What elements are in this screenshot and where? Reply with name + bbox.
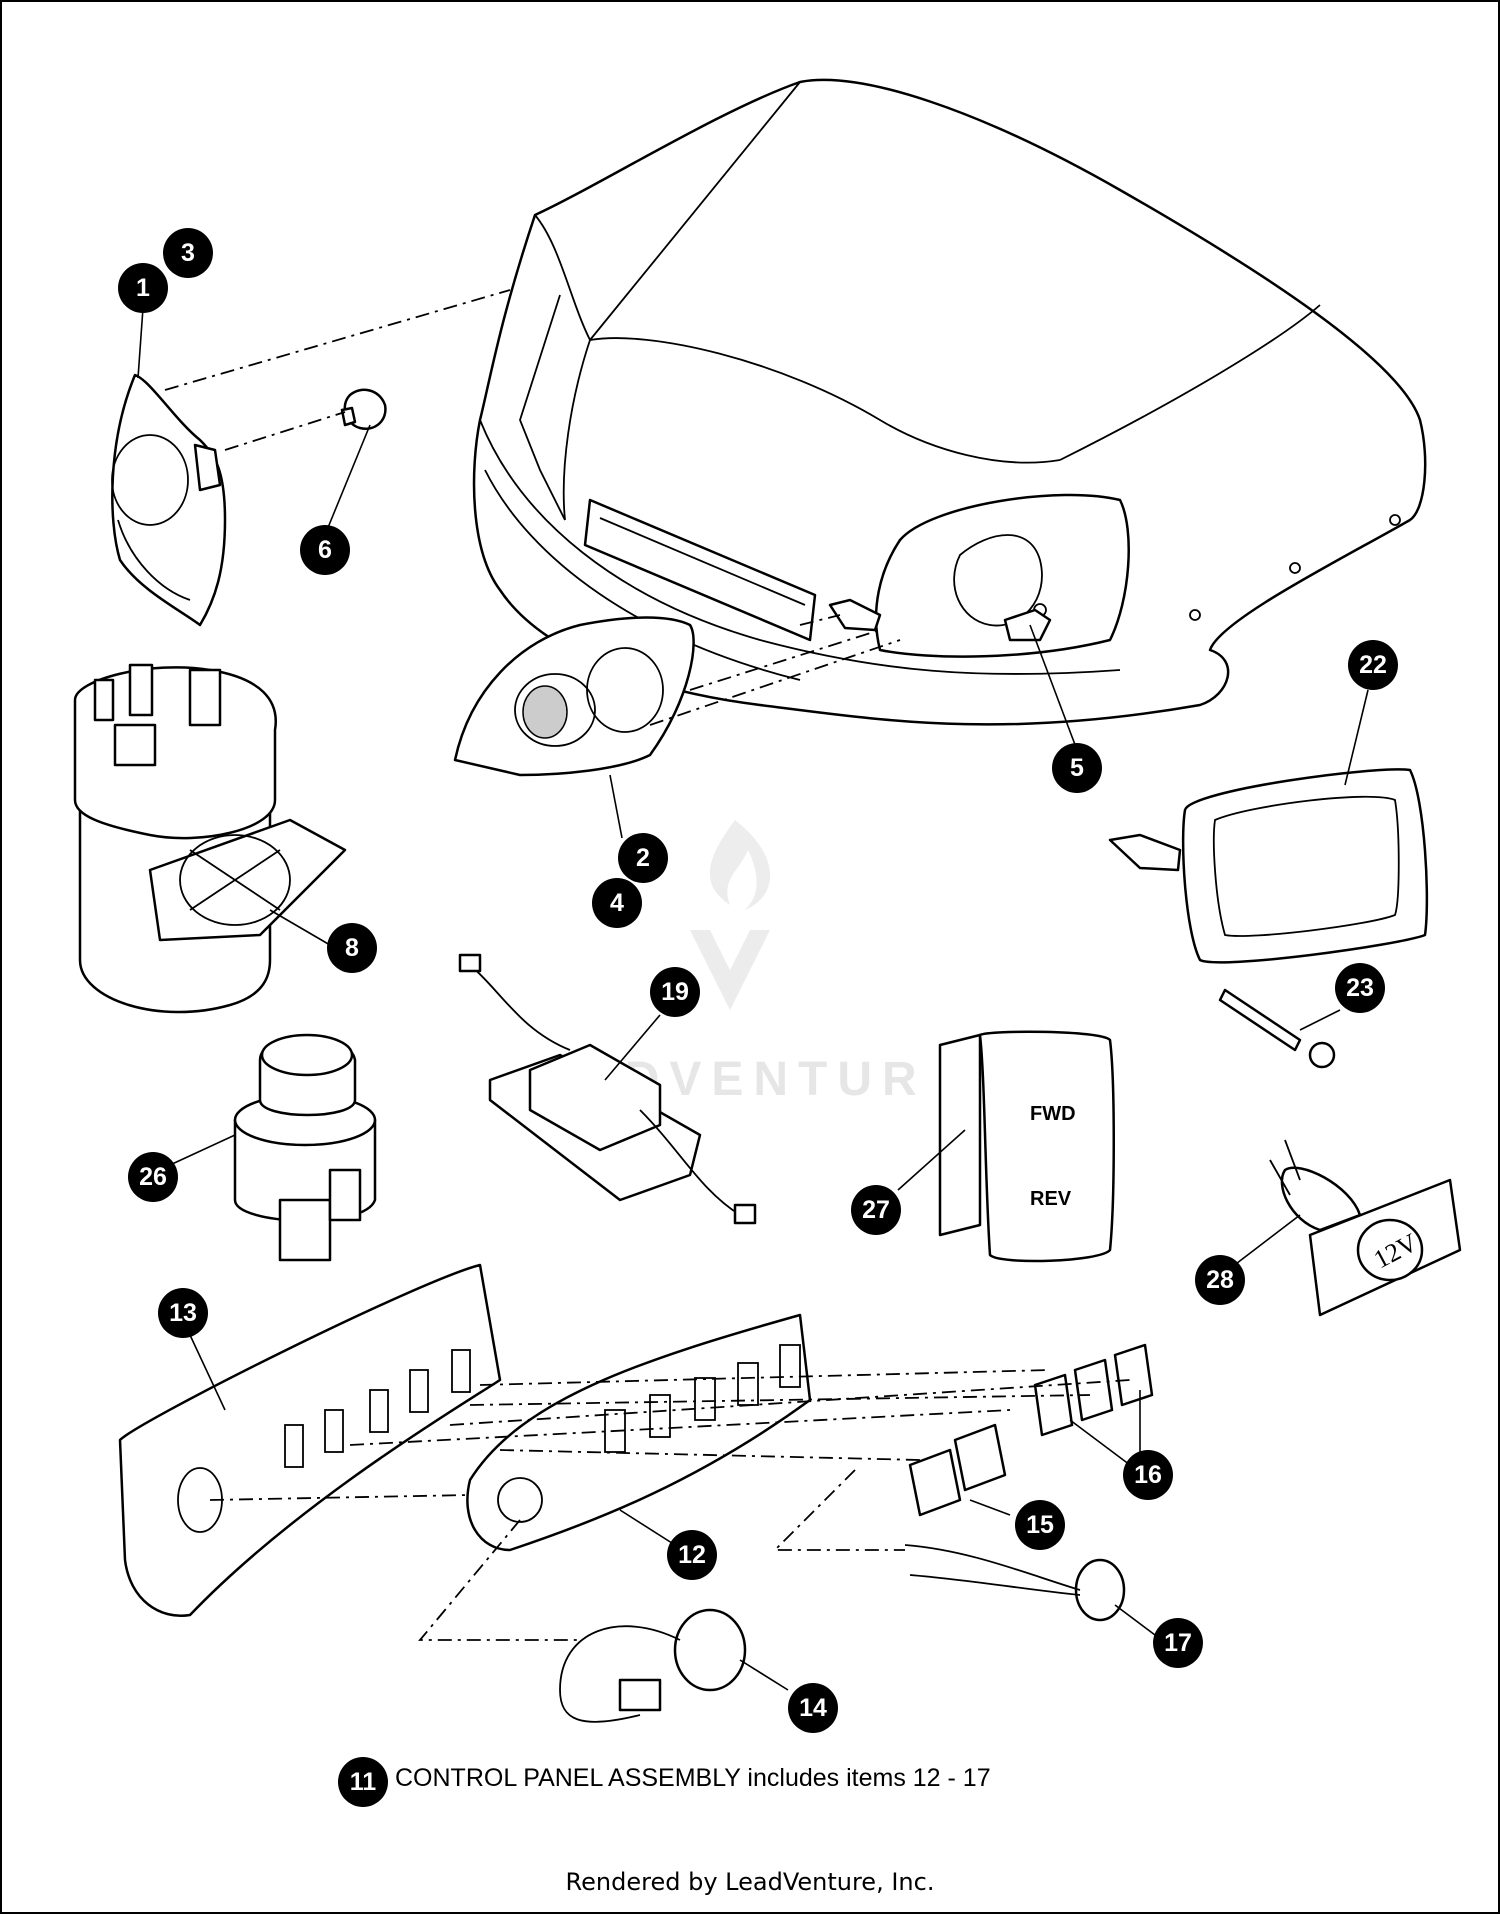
solenoid [73,663,347,1014]
tail-light [1108,768,1429,964]
assembly-note-number: 11 [350,1768,377,1796]
callout-number: 27 [862,1196,890,1224]
callout-number: 26 [139,1163,167,1191]
front-cowl [472,78,1427,726]
callout-23: 23 [1335,963,1385,1013]
12v-outlet: 12V [1269,1139,1462,1317]
callout-number: 22 [1359,651,1387,679]
callout-number: 15 [1026,1511,1054,1539]
callout-2: 2 [618,833,668,883]
callout-number: 16 [1134,1461,1162,1489]
fwd-rev-switch: FWD REV [938,1030,1115,1263]
headlight-bezel [453,616,695,777]
callout-14: 14 [788,1683,838,1733]
callout-number: 2 [636,844,650,872]
callout-number: 28 [1206,1266,1234,1294]
bulb-5 [1003,608,1052,642]
assembly-note: CONTROL PANEL ASSEMBLY includes items 12… [395,1764,991,1792]
callout-17: 17 [1153,1618,1203,1668]
callout-number: 19 [661,978,689,1006]
callout-number: 1 [136,274,150,302]
callout-27: 27 [851,1185,901,1235]
callout-6: 6 [300,525,350,575]
callout-1: 1 [118,263,168,313]
control-panel-rear [118,1263,502,1617]
callout-8: 8 [327,923,377,973]
callout-13: 13 [158,1288,208,1338]
usb-port [904,1544,1126,1622]
callout-5: 5 [1052,743,1102,793]
callout-number: 4 [610,889,624,917]
callout-number: 17 [1164,1629,1192,1657]
callout-26: 26 [128,1152,178,1202]
callout-number: 6 [318,536,332,564]
leader-lines [137,307,1369,1691]
callout-number: 12 [678,1541,706,1569]
fwd-label: FWD [1030,1103,1076,1125]
callout-22: 22 [1348,640,1398,690]
callout-16: 16 [1123,1450,1173,1500]
left-headlight [111,373,227,627]
callout-number: 8 [345,934,359,962]
callout-12: 12 [667,1530,717,1580]
battery-meter [559,1608,747,1723]
wiring-module [458,953,757,1225]
callout-28: 28 [1195,1255,1245,1305]
callout-number: 5 [1070,754,1084,782]
rocker-switches-15 [908,1423,1007,1517]
bulb-socket [340,388,387,431]
callout-19: 19 [650,967,700,1017]
callout-number: 3 [181,239,195,267]
callout-number: 23 [1346,974,1374,1002]
callout-11: 11 [338,1757,388,1807]
callout-number: 13 [169,1299,197,1327]
callout-number: 14 [799,1694,827,1722]
rocker-switches-16 [1033,1343,1154,1437]
rev-label: REV [1030,1188,1072,1210]
callout-3: 3 [163,228,213,278]
key-switch [233,1033,377,1262]
screw [1218,988,1336,1069]
footer-credit: Rendered by LeadVenture, Inc. [565,1868,935,1896]
watermark-logo [690,820,771,1010]
callout-4: 4 [592,878,642,928]
assembly-lines [164,289,1131,1641]
control-panel-front [466,1313,812,1552]
callout-15: 15 [1015,1500,1065,1550]
